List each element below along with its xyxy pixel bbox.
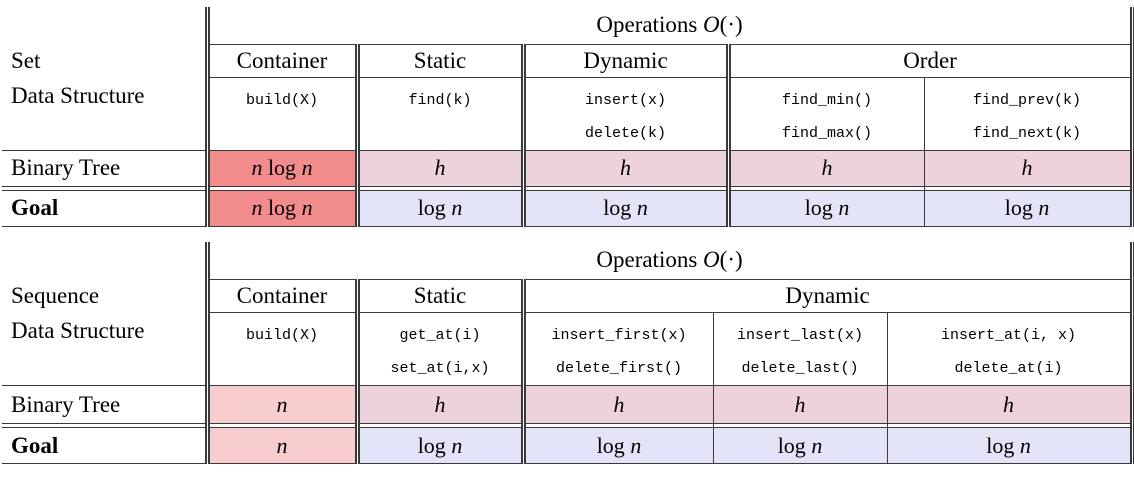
table-row: Goal n log n log n log n log n log n bbox=[2, 189, 1134, 227]
op-label: insert(x) bbox=[584, 91, 666, 109]
cost-cell: log n bbox=[923, 189, 1134, 227]
cost-cell: h bbox=[354, 149, 524, 187]
set-table-title: Set Data Structure bbox=[2, 7, 210, 150]
cost-cell: h bbox=[712, 385, 888, 424]
sequence-data-structure-table: Sequence Data Structure Operations O(·) … bbox=[2, 241, 1134, 464]
op-label: delete_last() bbox=[741, 360, 859, 377]
cost-cell: log n bbox=[354, 189, 524, 227]
set-ops-container: build(X) bbox=[206, 76, 358, 151]
cost-cell: log n bbox=[725, 189, 925, 227]
sequence-goal-row-label: Goal bbox=[2, 427, 210, 464]
cost-cell: h bbox=[725, 149, 925, 187]
op-label: find(k) bbox=[408, 91, 472, 109]
set-col-header-dynamic: Dynamic bbox=[520, 43, 729, 78]
op-label: insert_last(x) bbox=[736, 327, 864, 344]
op-label: delete(k) bbox=[584, 124, 666, 142]
sequence-operations-header: Operations O(·) bbox=[207, 241, 1134, 280]
cost-cell: log n bbox=[354, 427, 524, 464]
cost-cell: log n bbox=[712, 427, 888, 464]
set-data-structure-table: Set Data Structure Operations O(·) Conta… bbox=[2, 7, 1134, 227]
set-ops-order-minmax: find_min() find_max() bbox=[725, 76, 925, 151]
op-label: set_at(i,x) bbox=[390, 360, 490, 377]
set-col-header-container: Container bbox=[206, 43, 358, 78]
table-row: Goal n log n log n log n log n bbox=[2, 427, 1134, 464]
op-label: find_next(k) bbox=[973, 124, 1082, 142]
sequence-ops-container: build(X) bbox=[206, 312, 358, 386]
set-table-title-line1: Set bbox=[11, 48, 41, 74]
cost-cell: h bbox=[520, 149, 729, 187]
op-label: insert_first(x) bbox=[551, 327, 687, 344]
op-label: get_at(i) bbox=[399, 327, 481, 344]
page: Set Data Structure Operations O(·) Conta… bbox=[2, 7, 1134, 464]
set-col-header-order: Order bbox=[725, 43, 1134, 78]
cost-cell: n log n bbox=[206, 189, 358, 227]
op-label: find_min() bbox=[781, 91, 872, 109]
cost-cell: h bbox=[886, 385, 1134, 424]
set-goal-row-label: Goal bbox=[2, 189, 210, 227]
set-table-title-line2: Data Structure bbox=[11, 83, 145, 109]
cost-cell: h bbox=[520, 385, 714, 424]
sequence-ops-dynamic-last: insert_last(x) delete_last() bbox=[712, 312, 888, 386]
op-label: find_prev(k) bbox=[973, 91, 1082, 109]
sequence-col-header-container: Container bbox=[206, 279, 358, 313]
sequence-ops-dynamic-at: insert_at(i, x) delete_at(i) bbox=[886, 312, 1134, 386]
sequence-ops-dynamic-first: insert_first(x) delete_first() bbox=[520, 312, 714, 386]
cost-cell: log n bbox=[886, 427, 1134, 464]
cost-cell: n log n bbox=[206, 149, 358, 187]
set-ops-static: find(k) bbox=[354, 76, 524, 151]
set-ops-order-prevnext: find_prev(k) find_next(k) bbox=[923, 76, 1134, 151]
sequence-col-header-dynamic: Dynamic bbox=[520, 279, 1134, 313]
cost-cell: n bbox=[206, 385, 358, 424]
cost-cell: h bbox=[923, 149, 1134, 187]
sequence-ops-static: get_at(i) set_at(i,x) bbox=[354, 312, 524, 386]
cost-cell: log n bbox=[520, 427, 714, 464]
set-operations-header: Operations O(·) bbox=[207, 7, 1134, 45]
sequence-binary-tree-row-label: Binary Tree bbox=[2, 385, 210, 424]
op-label: build(X) bbox=[245, 327, 318, 344]
set-binary-tree-row-label: Binary Tree bbox=[2, 149, 210, 187]
set-col-header-static: Static bbox=[354, 43, 524, 78]
op-label: build(X) bbox=[245, 91, 318, 109]
sequence-col-header-static: Static bbox=[354, 279, 524, 313]
op-label: insert_at(i, x) bbox=[941, 327, 1077, 344]
sequence-table-title-line2: Data Structure bbox=[11, 318, 145, 344]
sequence-table-title: Sequence Data Structure bbox=[2, 241, 210, 386]
sequence-table-title-line1: Sequence bbox=[11, 283, 100, 309]
cost-cell: log n bbox=[520, 189, 729, 227]
table-row: Binary Tree n h h h h bbox=[2, 385, 1134, 424]
op-label: delete_first() bbox=[555, 360, 683, 377]
op-label: delete_at(i) bbox=[954, 360, 1063, 377]
cost-cell: h bbox=[354, 385, 524, 424]
table-row: Binary Tree n log n h h h h bbox=[2, 149, 1134, 187]
set-ops-dynamic: insert(x) delete(k) bbox=[520, 76, 729, 151]
op-label: find_max() bbox=[781, 124, 872, 142]
cost-cell: n bbox=[206, 427, 358, 464]
